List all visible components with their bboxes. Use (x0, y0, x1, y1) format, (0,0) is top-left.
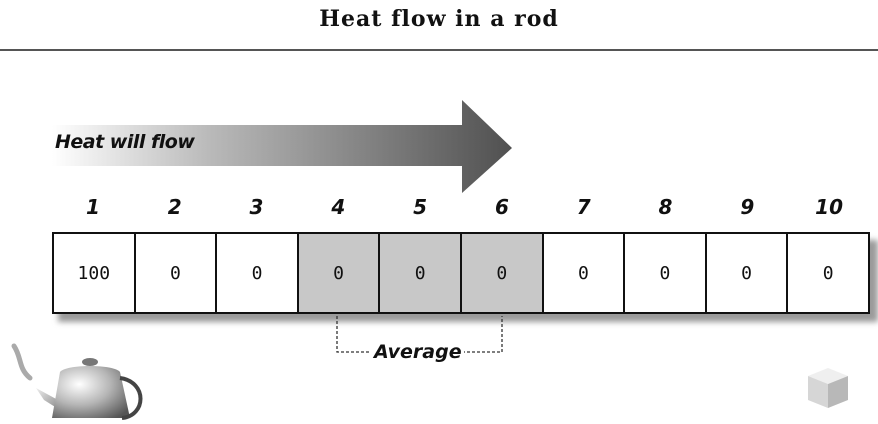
cell-index-8: 8 (658, 195, 673, 219)
cell-index-6: 6 (494, 195, 509, 219)
rod-cell-3: 0 (217, 234, 299, 312)
cell-index-1: 1 (85, 195, 100, 219)
cell-index-7: 7 (576, 195, 591, 219)
cell-index-2: 2 (167, 195, 182, 219)
cell-index-5: 5 (413, 195, 428, 219)
rod-cell-10: 0 (788, 234, 868, 312)
average-bracket (336, 316, 503, 353)
rod-cell-6: 0 (461, 234, 544, 312)
rod-cell-5: 0 (380, 234, 462, 312)
rod-cell-4: 0 (298, 234, 381, 312)
heat-flow-label: Heat will flow (55, 131, 195, 153)
rod-cell-7: 0 (543, 234, 626, 312)
rod-cell-9: 0 (706, 234, 789, 312)
cell-index-4: 4 (331, 195, 346, 219)
ice-cube-icon (808, 368, 848, 408)
title-divider (0, 49, 878, 51)
average-label: Average (372, 341, 464, 363)
cell-index-10: 10 (815, 195, 843, 219)
kettle-icon (11, 343, 143, 420)
rod-cell-1: 100 (54, 234, 136, 312)
rod-cell-8: 0 (625, 234, 707, 312)
cell-index-9: 9 (740, 195, 755, 219)
heat-flow-arrow (52, 100, 512, 193)
cell-index-3: 3 (249, 195, 264, 219)
diagram-title: Heat flow in a rod (319, 6, 559, 32)
rod-cell-2: 0 (135, 234, 218, 312)
